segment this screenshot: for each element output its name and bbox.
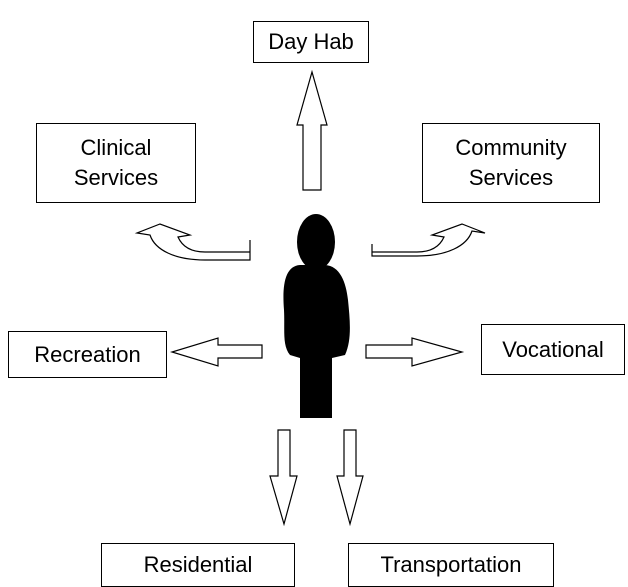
arrow-to-residential [269, 429, 298, 527]
node-day-hab-label: Day Hab [268, 29, 354, 54]
node-residential: Residential [101, 543, 295, 587]
arrow-to-recreation [169, 337, 263, 367]
node-community-services: Community Services [422, 123, 600, 203]
node-community-line2: Services [468, 165, 554, 190]
arrow-to-day-hab [296, 69, 328, 191]
arrow-to-clinical-services [134, 223, 251, 261]
arrow-to-vocational [365, 337, 465, 367]
node-recreation: Recreation [8, 331, 167, 378]
node-day-hab: Day Hab [253, 21, 369, 63]
person-silhouette-icon [283, 214, 350, 418]
node-vocational-label: Vocational [502, 336, 604, 362]
arrow-to-community-services [371, 223, 486, 257]
node-residential-label: Residential [143, 552, 253, 577]
node-transportation-label: Transportation [380, 552, 522, 577]
node-recreation-label: Recreation [34, 341, 141, 367]
node-clinical-line2: Services [73, 165, 159, 190]
node-vocational: Vocational [481, 324, 625, 375]
node-community-line1: Community [455, 135, 567, 160]
node-clinical-line1: Clinical [80, 135, 152, 160]
arrow-to-transportation [336, 429, 364, 527]
node-clinical-services: Clinical Services [36, 123, 196, 203]
node-transportation: Transportation [348, 543, 554, 587]
